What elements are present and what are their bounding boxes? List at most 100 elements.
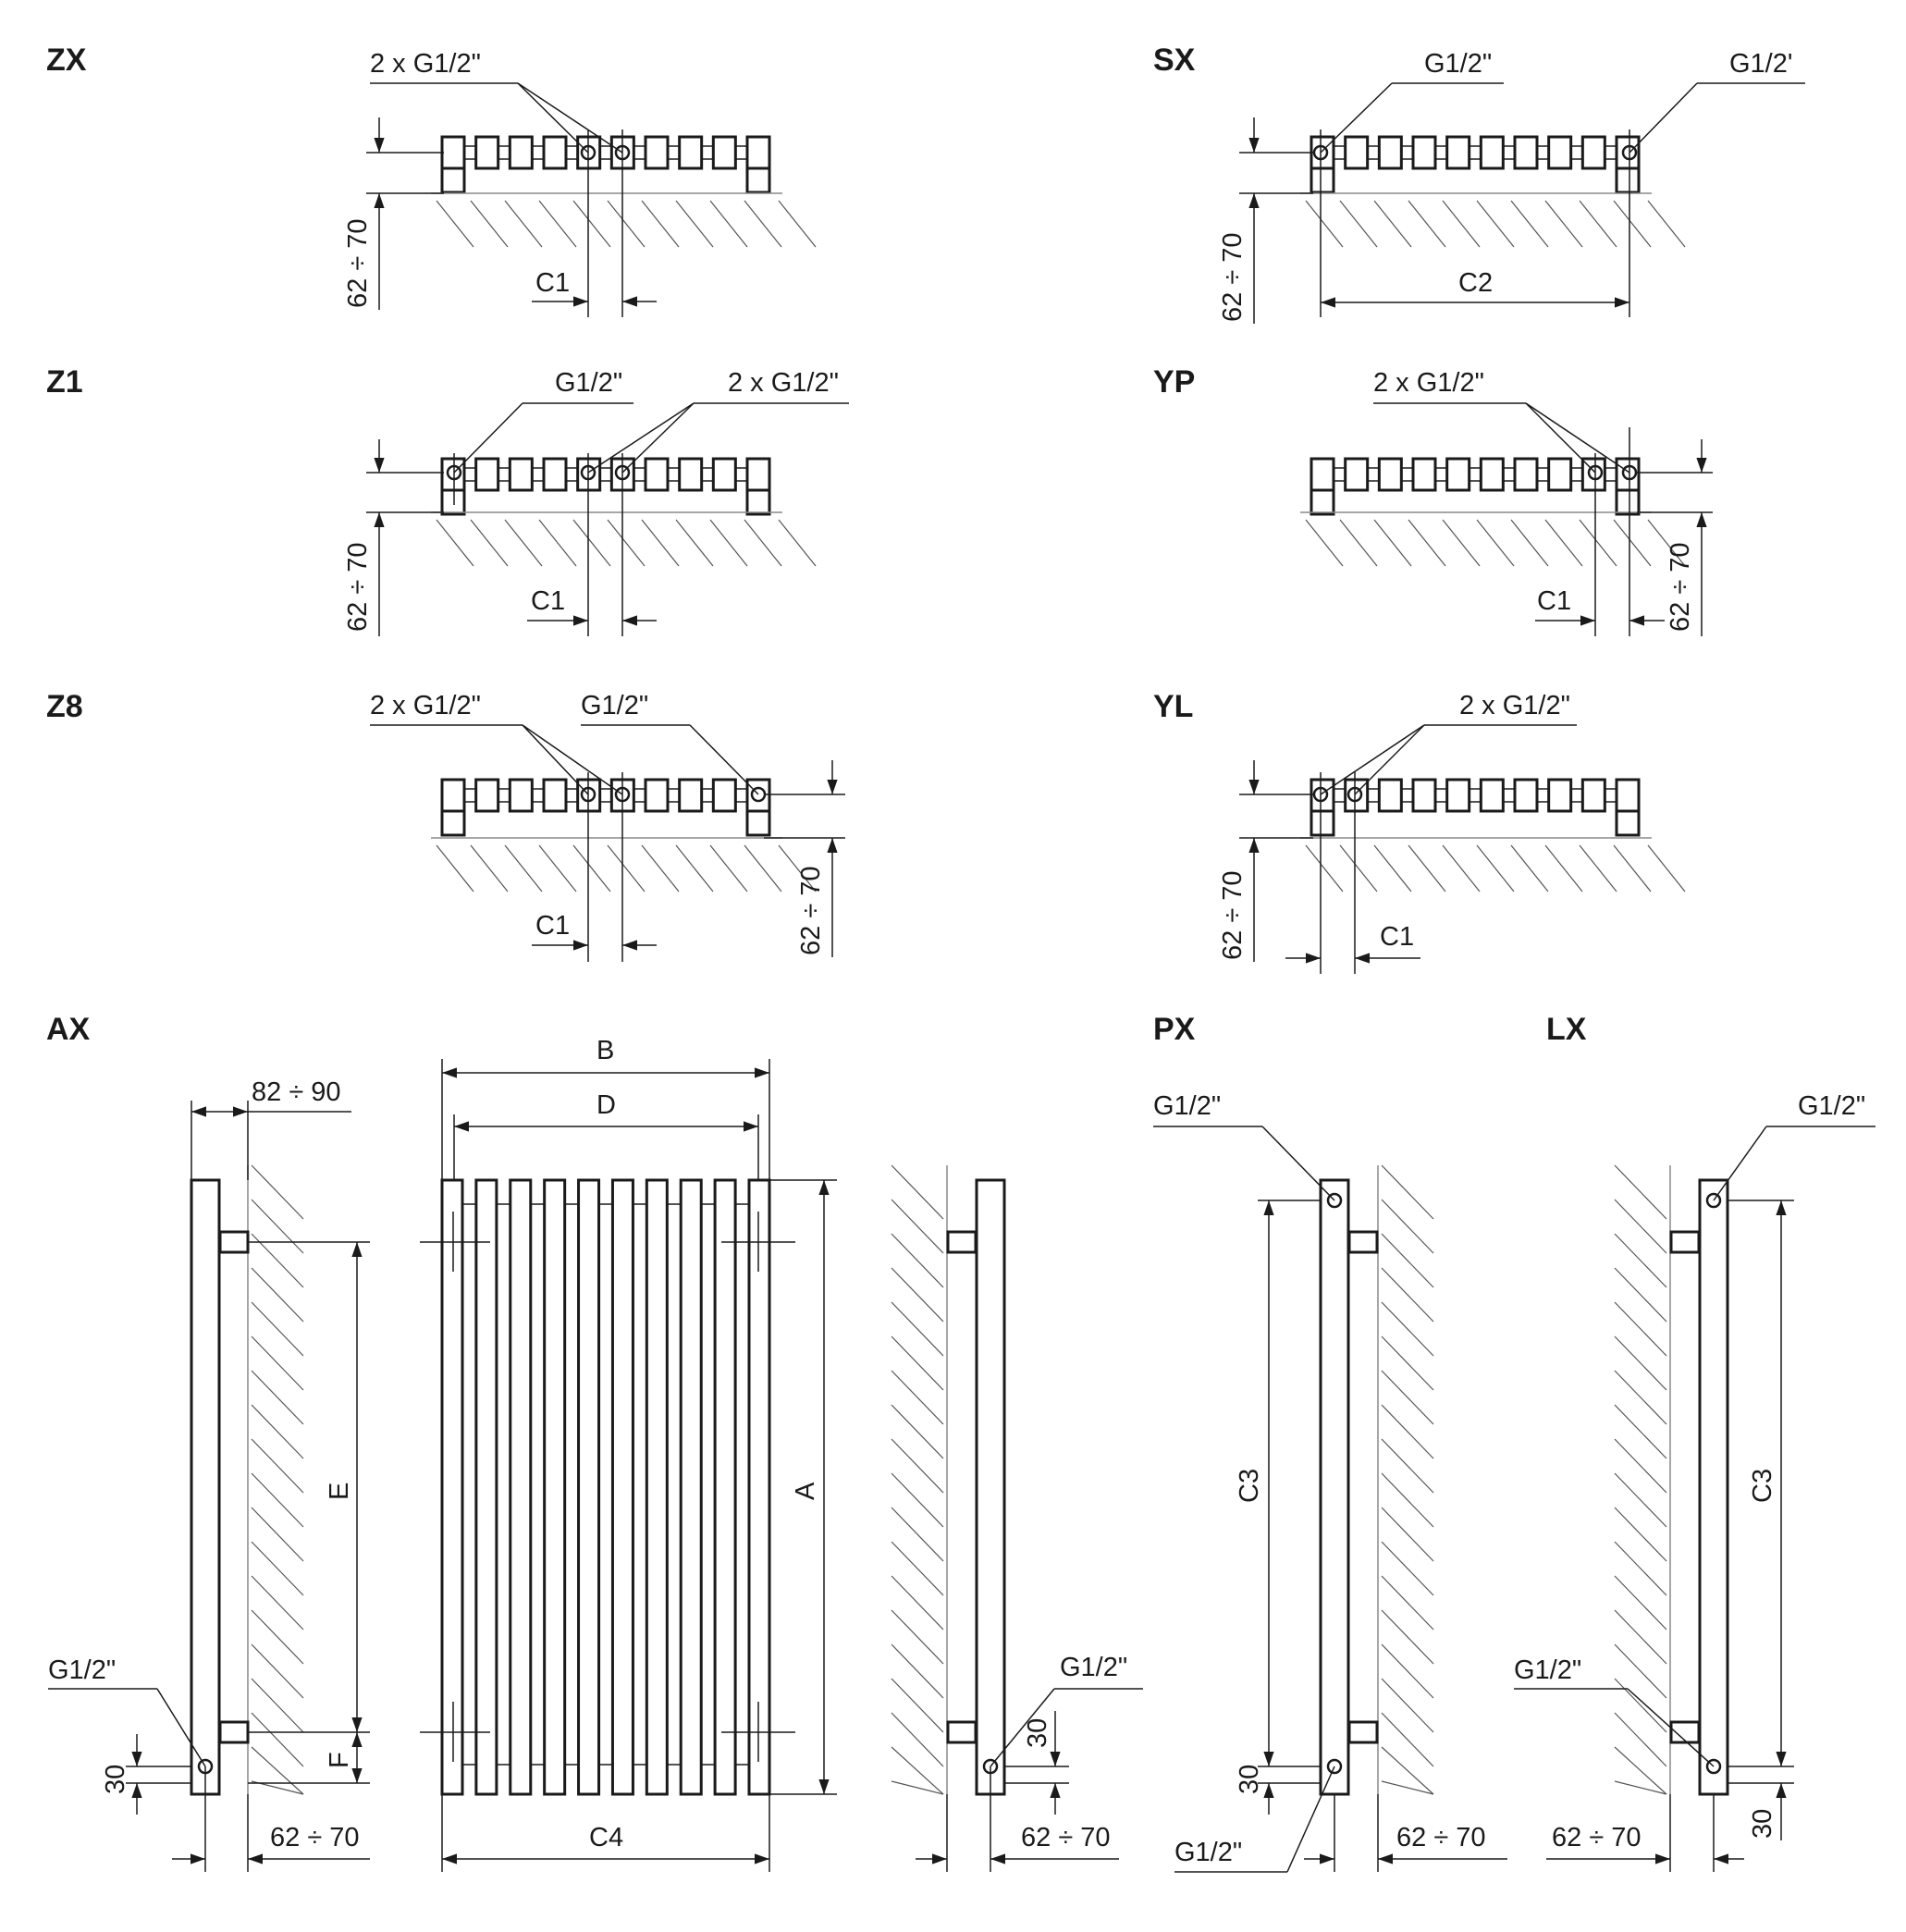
- c1-label-yp: C1: [1537, 586, 1571, 616]
- connection-label-sx-right: G1/2': [1729, 49, 1792, 79]
- view-lx: LX G1/2" C3 30 G1/2": [1514, 1012, 1875, 1872]
- radiator-top-yl: [1310, 778, 1641, 837]
- wall-ax-right: [891, 1164, 948, 1795]
- c3-dimension-px: C3: [1235, 1200, 1321, 1767]
- leader-sx: [1320, 82, 1805, 154]
- bracket-lx-bottom: [1669, 1720, 1701, 1744]
- view-ax: AX 82 ÷ 90 E F: [46, 1012, 1143, 1872]
- view-code-sx: SX: [1153, 43, 1196, 78]
- wall-floor-zx: [431, 192, 817, 248]
- radiator-top-sx: [1310, 135, 1641, 194]
- c1-label-z1: C1: [531, 586, 565, 616]
- view-code-lx: LX: [1546, 1012, 1587, 1047]
- connection-label-ax-right: G1/2": [1060, 1653, 1127, 1682]
- bracket-lx-top: [1669, 1230, 1701, 1254]
- thirty-label-ax: 30: [101, 1765, 130, 1794]
- connection-label-yp: 2 x G1/2": [1373, 368, 1484, 398]
- wall-label-ax-right: 62 ÷ 70: [1021, 1823, 1111, 1852]
- d-label-ax: D: [596, 1090, 616, 1120]
- e-dimension-ax: E: [248, 1241, 370, 1733]
- leader-z8: [370, 724, 759, 795]
- view-code-yp: YP: [1153, 364, 1195, 400]
- connection-label-z8-double: 2 x G1/2": [370, 691, 481, 720]
- height-dimension-zx: 62 ÷ 70: [343, 117, 444, 310]
- view-code-z8: Z8: [46, 689, 83, 724]
- c4-dimension-ax: C4: [441, 1794, 770, 1872]
- leader-zx: [370, 82, 623, 154]
- wall-ax-left: [247, 1164, 304, 1795]
- radiator-top-z8: [440, 778, 771, 837]
- a-dimension-ax: A: [769, 1179, 837, 1795]
- c2-label-sx: C2: [1458, 268, 1493, 298]
- c1-label-z8: C1: [535, 911, 570, 941]
- wall-floor-sx: [1300, 192, 1686, 248]
- c3-label-lx: C3: [1748, 1469, 1777, 1503]
- radiator-top-z1: [440, 457, 771, 516]
- bracket-ax-top: [218, 1230, 250, 1254]
- radiator-side-ax-right: [975, 1178, 1006, 1796]
- radiator-top-zx: [440, 135, 771, 194]
- height-label-sx: 62 ÷ 70: [1218, 232, 1248, 322]
- connection-label-z1-single: G1/2": [555, 368, 622, 398]
- thirty-dimension-ax-right: 30: [1004, 1711, 1069, 1815]
- wall-floor-yp: [1300, 511, 1686, 567]
- view-code-yl: YL: [1153, 689, 1193, 724]
- view-code-ax: AX: [46, 1012, 91, 1047]
- c2-dimension-sx: C2: [1321, 268, 1629, 308]
- height-dimension-z8: 62 ÷ 70: [764, 760, 845, 957]
- bracket-px-top: [1347, 1230, 1379, 1254]
- height-label-yp: 62 ÷ 70: [1666, 542, 1695, 632]
- wall-label-ax: 62 ÷ 70: [270, 1823, 360, 1852]
- wall-dimension-ax: 62 ÷ 70: [172, 1766, 370, 1872]
- thirty-label-px: 30: [1235, 1765, 1264, 1794]
- e-label-ax: E: [325, 1483, 354, 1500]
- leader-yl: [1320, 724, 1577, 795]
- view-sx: SX G1/2" G1/2' C2 62 ÷ 70: [1153, 43, 1805, 324]
- d-dimension-ax: D: [453, 1090, 759, 1180]
- front-column: [645, 1178, 669, 1796]
- connection-leader-ax: G1/2": [48, 1655, 206, 1767]
- connection-label-px-top: G1/2": [1153, 1091, 1221, 1121]
- connection-leader-px-top: G1/2": [1153, 1091, 1335, 1201]
- b-dimension-ax: B: [441, 1036, 770, 1180]
- height-dimension-sx: 62 ÷ 70: [1218, 117, 1313, 324]
- thirty-dimension-ax: 30: [101, 1734, 191, 1815]
- wall-floor-z1: [431, 511, 817, 567]
- view-yp: YP 2 x G1/2" C1 62 ÷ 70: [1153, 364, 1713, 636]
- wall-lx: [1614, 1164, 1671, 1795]
- connection-label-zx: 2 x G1/2": [370, 49, 481, 79]
- wall-floor-z8: [431, 837, 817, 892]
- front-column: [747, 1178, 771, 1796]
- view-code-zx: ZX: [46, 43, 87, 78]
- height-label-z8: 62 ÷ 70: [796, 866, 826, 955]
- c1-dimension-z1: C1: [527, 586, 657, 626]
- c1-dimension-yp: C1: [1535, 586, 1665, 626]
- radiator-side-lx: [1698, 1178, 1729, 1796]
- front-column: [440, 1178, 464, 1796]
- wall-label-lx: 62 ÷ 70: [1552, 1823, 1642, 1852]
- connection-label-ax: G1/2": [48, 1655, 116, 1685]
- front-column: [543, 1178, 567, 1796]
- front-column: [509, 1178, 533, 1796]
- connection-label-lx-top: G1/2": [1798, 1091, 1865, 1121]
- connection-leader-px-bottom: G1/2": [1174, 1766, 1335, 1873]
- radiator-side-px: [1319, 1178, 1350, 1796]
- connection-label-z8-single: G1/2": [581, 691, 648, 720]
- leader-yp: [1373, 402, 1630, 474]
- bracket-ax-bottom: [218, 1720, 250, 1744]
- view-zx: ZX 2 x G1/2" C1 62 ÷ 70: [46, 43, 817, 317]
- c1-label-yl: C1: [1380, 922, 1414, 952]
- f-dimension-ax: F: [248, 1732, 370, 1784]
- wall-label-px: 62 ÷ 70: [1396, 1823, 1486, 1852]
- radiator-front-ax: [420, 1178, 795, 1796]
- c1-dimension-z8: C1: [532, 911, 657, 951]
- view-z1: Z1 G1/2" 2 x G1/2" C1 62 ÷ 70: [46, 364, 849, 636]
- c1-dimension-yl: C1: [1285, 922, 1420, 964]
- connection-leader-ax-right: G1/2": [990, 1653, 1143, 1767]
- front-column: [610, 1178, 634, 1796]
- thirty-label-ax-right: 30: [1023, 1718, 1052, 1748]
- view-code-z1: Z1: [46, 364, 83, 400]
- c1-label-zx: C1: [535, 268, 570, 298]
- connection-label-yl: 2 x G1/2": [1459, 691, 1570, 720]
- front-column: [474, 1178, 498, 1796]
